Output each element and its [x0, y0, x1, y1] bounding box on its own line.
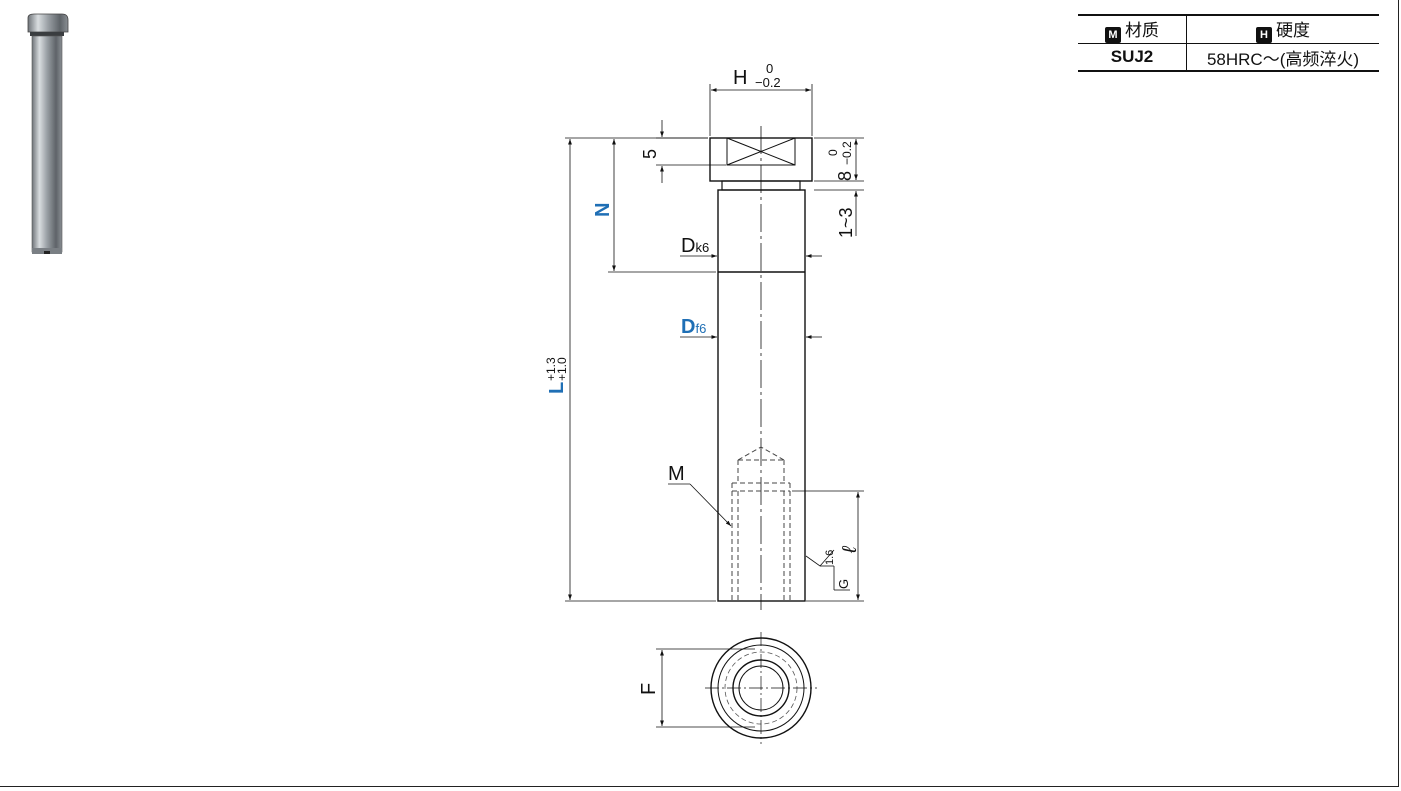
dim-1-3: 1~3 — [836, 207, 856, 238]
dim-8-lower: −0.2 — [840, 141, 854, 165]
material-tag-icon: M — [1105, 27, 1121, 43]
dim-H-upper: 0 — [766, 61, 773, 76]
svg-text:L: L — [546, 382, 568, 394]
svg-text:+1.3: +1.3 — [544, 357, 558, 381]
end-view — [656, 632, 817, 744]
dim-N: N — [592, 203, 614, 217]
dim-L: L +1.3 +1.0 — [544, 357, 569, 394]
tapped-hole-hidden — [731, 446, 791, 601]
svg-text:+1.0: +1.0 — [555, 357, 569, 381]
dim-H-lower: −0.2 — [755, 75, 781, 90]
dim-ell: ℓ — [839, 545, 861, 554]
dim-8: 8 — [835, 171, 855, 181]
dim-M: M — [668, 463, 685, 485]
hardness-value: 58HRC～(高频淬火) — [1186, 43, 1379, 72]
dim-F: F — [638, 683, 660, 695]
dim-8-upper: 0 — [826, 149, 840, 156]
dim-H: H — [733, 67, 747, 89]
material-value: SUJ2 — [1078, 43, 1187, 72]
hardness-tag-icon: H — [1256, 27, 1272, 43]
dim-Dk: Dk6 — [681, 235, 709, 257]
product-photo — [27, 13, 69, 254]
dim-Df: Df6 — [681, 316, 706, 338]
pin-shank — [717, 189, 806, 602]
roughness-G: G — [836, 579, 851, 589]
roughness-value: 1.6 — [824, 550, 836, 565]
dim-5: 5 — [640, 149, 660, 159]
